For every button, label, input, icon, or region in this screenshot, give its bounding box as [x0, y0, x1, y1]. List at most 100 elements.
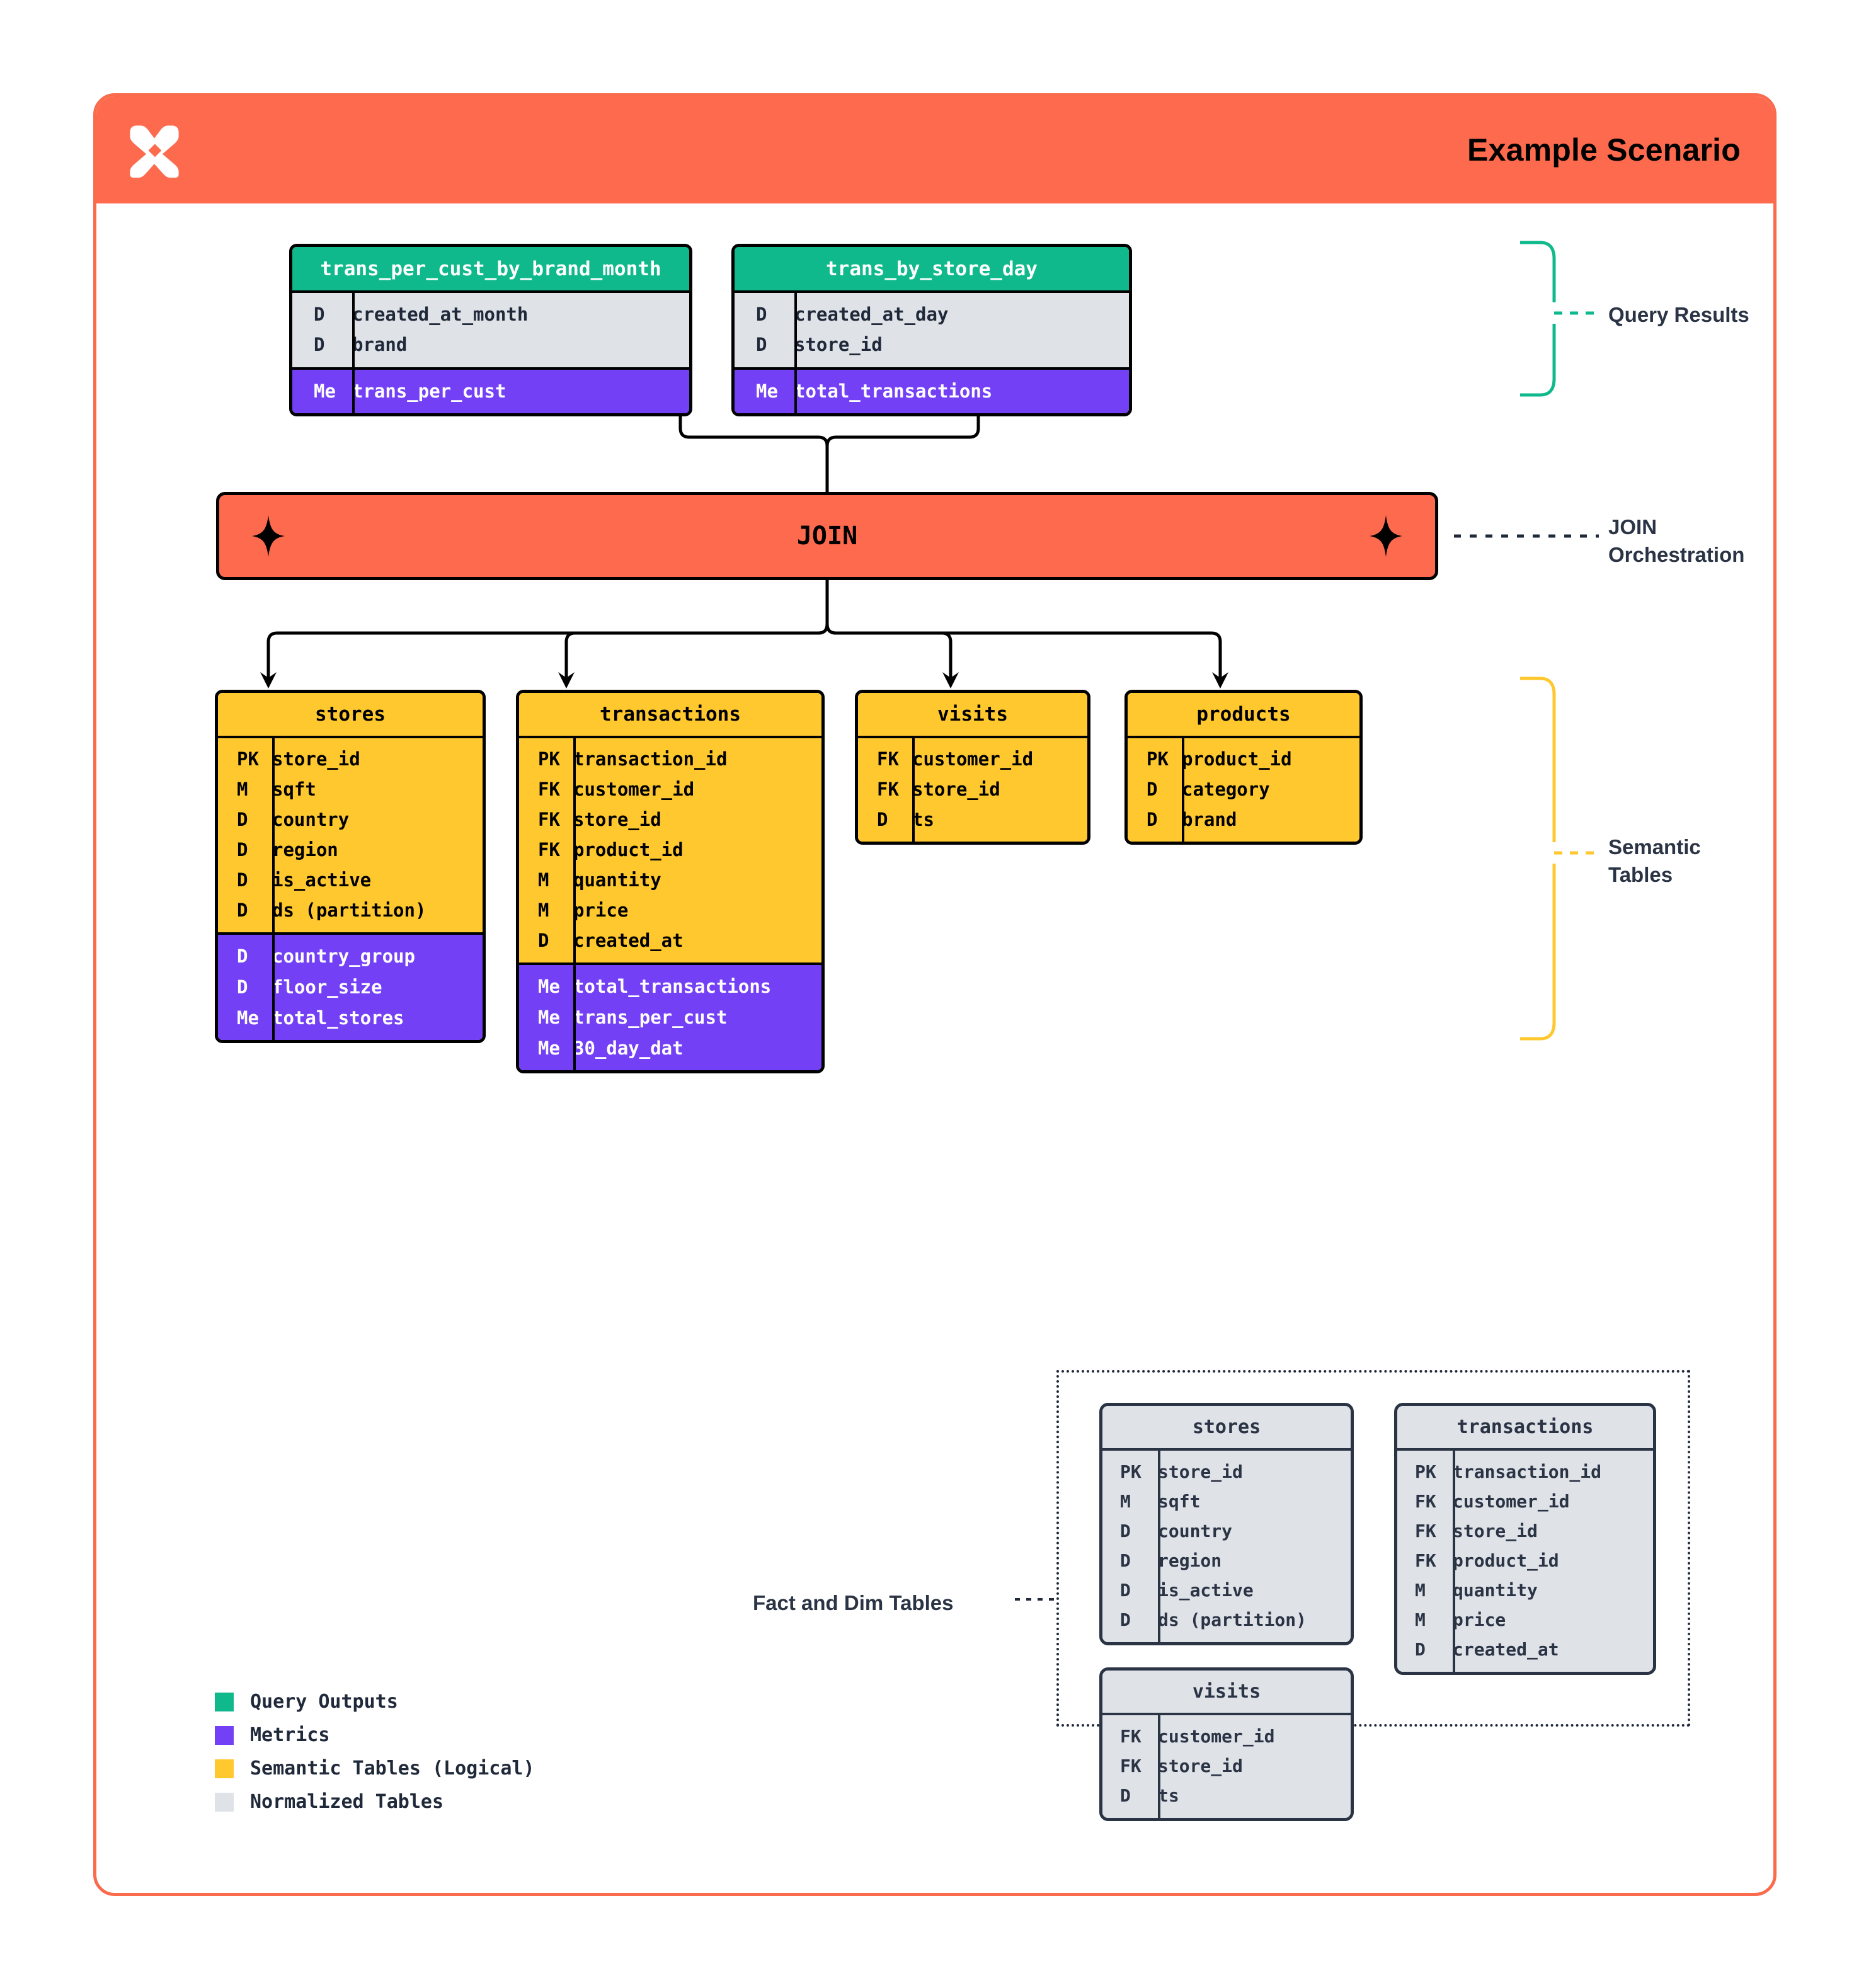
table-row: D created_at_month — [292, 299, 689, 329]
legend-swatch-query-outputs — [215, 1692, 234, 1711]
row-key: M — [1415, 1609, 1426, 1630]
row-key: D — [538, 930, 549, 951]
annotation-semantic-tables: Semantic Tables — [1608, 833, 1701, 888]
row-field: total_transactions — [573, 975, 772, 997]
row-key: FK — [1415, 1550, 1436, 1571]
table-row: D store_id — [735, 329, 1129, 360]
row-field: brand — [1182, 809, 1237, 830]
column-divider — [1453, 1451, 1455, 1672]
query-result-table-1[interactable]: trans_by_store_day D created_at_day D st… — [731, 244, 1132, 416]
row-field: country — [1158, 1521, 1233, 1541]
table-title: trans_per_cust_by_brand_month — [292, 247, 689, 290]
sparkle-icon — [252, 515, 285, 557]
annotation-line-1: JOIN — [1608, 515, 1657, 539]
row-key: M — [538, 900, 549, 921]
metric-rows: Me total_transactions — [735, 367, 1129, 413]
table-title: trans_by_store_day — [735, 247, 1129, 290]
row-key: FK — [538, 779, 560, 800]
join-orchestration-bar[interactable]: JOIN — [216, 492, 1438, 580]
legend-label: Semantic Tables (Logical) — [250, 1757, 535, 1779]
row-field: quantity — [1453, 1580, 1538, 1601]
query-results-bracket — [1520, 241, 1594, 397]
legend-swatch-normalized-tables — [215, 1792, 234, 1812]
row-field: ds (partition) — [272, 900, 426, 921]
row-field: sqft — [272, 779, 316, 800]
row-field: product_id — [1453, 1550, 1559, 1571]
legend-item: Query Outputs — [215, 1685, 535, 1718]
row-key: M — [237, 779, 248, 800]
row-key: FK — [538, 839, 560, 860]
row-key: D — [237, 809, 248, 830]
example-scenario-card: Example Scenario — [93, 93, 1777, 1896]
connector-lines — [260, 365, 1228, 688]
row-field: price — [1453, 1609, 1506, 1630]
row-key: FK — [1120, 1726, 1141, 1747]
row-key: PK — [1415, 1461, 1436, 1482]
table-title: stores — [218, 693, 483, 736]
row-key: PK — [237, 748, 259, 770]
row-key: PK — [1120, 1461, 1141, 1482]
column-divider — [352, 370, 355, 413]
metric-rows: Me trans_per_cust — [292, 367, 689, 413]
row-field: region — [1158, 1550, 1222, 1571]
query-result-table-0[interactable]: trans_per_cust_by_brand_month D created_… — [289, 244, 692, 416]
row-key: D — [1120, 1609, 1131, 1630]
semantic-tables-bracket — [1520, 677, 1594, 1041]
annotation-line-2: Tables — [1608, 862, 1673, 886]
row-key: Me — [538, 1037, 560, 1059]
table-row: Me total_transactions — [735, 375, 1129, 407]
row-key: D — [1415, 1639, 1426, 1660]
table-row: D brand — [292, 329, 689, 360]
dimension-rows: D created_at_month D brand — [292, 290, 689, 367]
row-field: customer_id — [1453, 1491, 1570, 1512]
column-divider — [272, 738, 275, 932]
annotation-fact-and-dim: Fact and Dim Tables — [753, 1591, 954, 1614]
row-key: D — [1120, 1785, 1131, 1806]
row-field: trans_per_cust — [352, 380, 506, 402]
row-key: PK — [538, 748, 560, 770]
row-key: D — [1120, 1580, 1131, 1601]
column-divider — [573, 738, 576, 963]
row-key: D — [237, 945, 248, 967]
table-title: visits — [858, 693, 1087, 736]
column-divider — [794, 370, 797, 413]
row-field: is_active — [272, 869, 372, 891]
legend-item: Semantic Tables (Logical) — [215, 1752, 535, 1785]
dimension-rows: D created_at_day D store_id — [735, 290, 1129, 367]
page-title: Example Scenario — [1467, 132, 1741, 168]
row-key: FK — [1415, 1491, 1436, 1512]
row-field: customer_id — [912, 748, 1034, 770]
row-field: product_id — [1182, 748, 1292, 770]
row-field: price — [573, 900, 629, 921]
